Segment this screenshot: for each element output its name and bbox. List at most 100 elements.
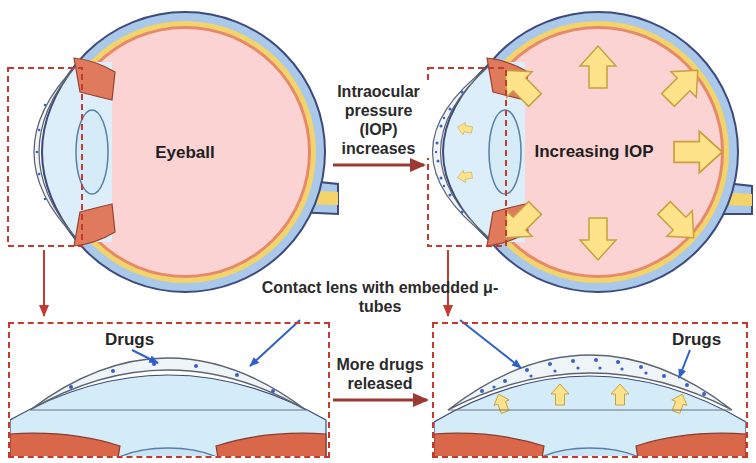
contact-lens — [30, 358, 306, 410]
drug-dots — [529, 374, 532, 377]
node-text: Increasing IOP — [534, 142, 653, 162]
drug-dots — [36, 104, 47, 201]
drug-dots — [44, 198, 47, 201]
process-arrow — [333, 399, 427, 402]
lens — [76, 110, 108, 194]
leader-line — [250, 320, 300, 366]
ciliary-body — [74, 58, 115, 100]
process-arrow — [333, 164, 424, 167]
drug-dots — [576, 366, 579, 369]
node-text: Drugs — [105, 330, 154, 350]
zoom-frame — [428, 68, 506, 246]
drug-dots — [553, 369, 556, 372]
node-text: Drugs — [672, 330, 721, 350]
drug-dots — [461, 91, 464, 94]
drug-dots — [616, 360, 620, 364]
edge-label-box: More drugs released — [330, 355, 430, 393]
drug-dots — [437, 160, 440, 163]
node-text: Eyeball — [155, 143, 215, 163]
drug-dots — [44, 104, 47, 107]
pressure-arrows — [580, 46, 616, 88]
drug-dots — [620, 367, 623, 370]
pressure-arrows — [651, 195, 706, 250]
drug-dots — [235, 373, 239, 377]
contact-lens — [433, 66, 490, 238]
vitreous — [62, 29, 308, 275]
drug-dots — [271, 389, 275, 393]
drug-dots — [449, 108, 452, 111]
drug-dots — [480, 389, 484, 393]
edge-label-box: Intraocular pressure (IOP) increases — [326, 82, 432, 158]
drug-dots — [548, 362, 552, 366]
pressure-arrows — [456, 169, 473, 184]
zoom-panel: Drugs — [8, 322, 330, 458]
right-eye — [428, 12, 752, 316]
iris — [10, 433, 120, 456]
drug-dots — [443, 185, 445, 187]
pressure-arrows — [674, 131, 722, 172]
retina — [472, 26, 724, 278]
ciliary-body — [74, 204, 115, 246]
contact-lens — [448, 355, 732, 410]
leader-line — [132, 350, 158, 363]
pressure-arrows — [580, 218, 616, 260]
drug-dots — [435, 151, 437, 153]
eyeball-high-iop: Increasing IOP — [438, 6, 750, 298]
drug-dots — [449, 194, 452, 197]
retina — [59, 26, 311, 278]
drug-dots — [69, 385, 73, 389]
drug-dots — [194, 364, 198, 368]
drug-dots — [111, 369, 115, 373]
drug-dots — [461, 211, 464, 214]
tear-film — [30, 409, 306, 410]
drug-dots — [480, 358, 706, 396]
pressure-arrows — [493, 195, 548, 250]
contact-lens — [34, 66, 76, 238]
pressure-arrows — [456, 46, 722, 260]
drug-dots — [702, 392, 706, 396]
drug-dots — [440, 177, 443, 180]
tear-film — [448, 409, 732, 410]
drug-dots — [644, 371, 647, 374]
cornea — [10, 375, 326, 456]
drug-dots — [639, 365, 643, 369]
pressure-arrows — [655, 58, 710, 113]
drug-dots — [38, 129, 41, 132]
zoom-detail — [434, 350, 746, 456]
release-arrows — [611, 384, 629, 405]
drug-dots — [38, 173, 41, 176]
drug-dots — [435, 91, 464, 214]
release-arrows — [491, 391, 513, 414]
pressure-arrows — [456, 121, 473, 136]
drug-dots — [492, 385, 495, 388]
iris — [636, 433, 746, 456]
drug-dots — [598, 366, 601, 369]
edge-label: More drugs released — [330, 355, 430, 393]
zoom-detail — [10, 350, 326, 456]
drug-dots — [571, 359, 575, 363]
left-eye — [8, 12, 338, 316]
sclera — [458, 12, 738, 292]
sclera — [45, 12, 325, 292]
drug-dots — [662, 374, 666, 378]
drug-dots — [36, 151, 39, 154]
callout-label-box: Contact lens with embedded μ-tubes — [250, 278, 510, 316]
choroid — [54, 21, 316, 283]
pressure-arrows — [493, 58, 548, 113]
callout-label: Contact lens with embedded μ-tubes — [250, 278, 510, 316]
drug-dots — [69, 362, 275, 393]
drug-dots — [685, 383, 689, 387]
release-arrows — [668, 391, 690, 414]
zoom-arrow — [43, 250, 45, 316]
eyeball: Eyeball — [40, 8, 330, 298]
drug-dots — [443, 117, 445, 119]
drug-dots — [525, 368, 529, 372]
cornea — [42, 62, 78, 242]
leader-line — [460, 320, 521, 368]
zoom-frame — [8, 68, 82, 246]
drug-dots — [440, 125, 443, 128]
